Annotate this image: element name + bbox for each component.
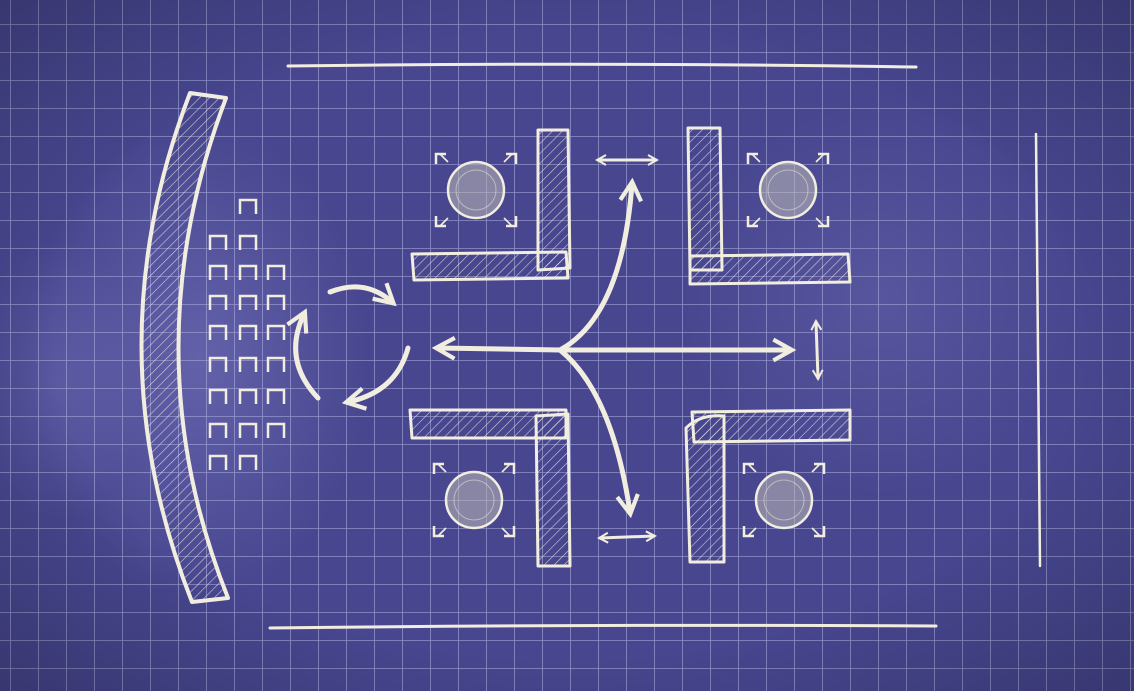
seat-icon: [238, 264, 258, 280]
seat-icon: [208, 388, 228, 404]
seating-block: [208, 198, 286, 470]
curved-front-wall: [139, 91, 230, 604]
seat-icon: [266, 388, 286, 404]
workstation-top-right: [686, 126, 852, 286]
workstation-bottom-left: [408, 408, 572, 568]
seat-icon: [238, 234, 258, 250]
seat-icon: [266, 356, 286, 372]
desk-gap-arrows: [598, 160, 818, 538]
seat-icon: [208, 294, 228, 310]
circulation-cycle-icon: [296, 287, 411, 402]
seat-icon: [208, 324, 228, 340]
seat-icon: [238, 454, 258, 470]
room-boundary: [268, 62, 1042, 630]
seat-icon: [208, 454, 228, 470]
seat-icon: [266, 264, 286, 280]
seat-icon: [238, 388, 258, 404]
seat-icon: [266, 294, 286, 310]
workstation-top-left: [410, 128, 572, 282]
seat-icon: [238, 356, 258, 372]
seat-icon: [208, 422, 228, 438]
seat-icon: [238, 198, 258, 214]
main-aisle-arrows: [438, 184, 790, 512]
seat-icon: [266, 324, 286, 340]
seat-icon: [238, 422, 258, 438]
seat-icon: [238, 294, 258, 310]
seat-icon: [238, 324, 258, 340]
seat-icon: [208, 356, 228, 372]
workstation-bottom-right: [684, 408, 852, 564]
seat-icon: [208, 264, 228, 280]
seat-icon: [266, 422, 286, 438]
seat-icon: [208, 234, 228, 250]
